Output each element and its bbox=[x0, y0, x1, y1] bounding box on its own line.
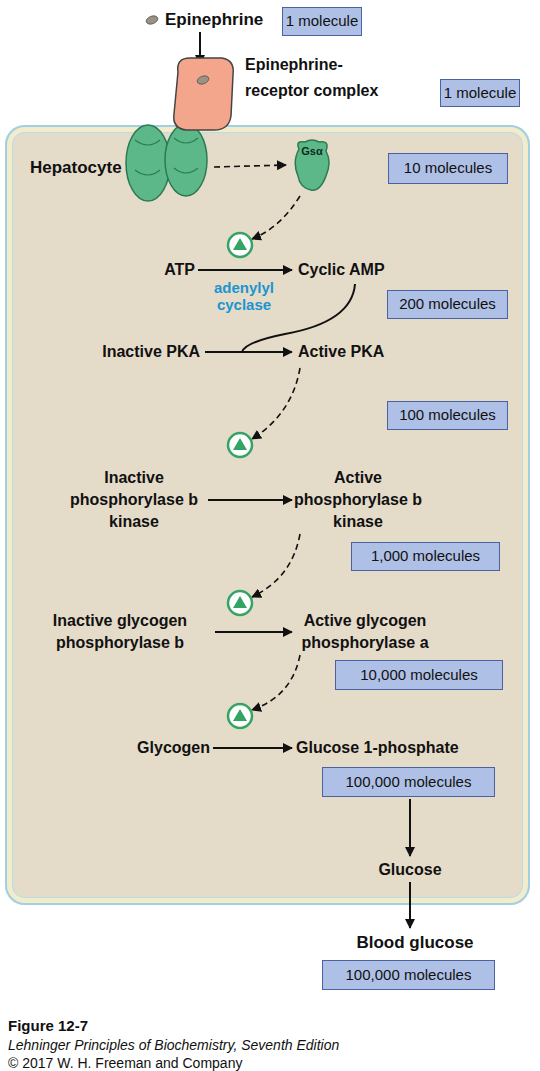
cell-name: Hepatocyte bbox=[30, 158, 122, 178]
product-name: Cyclic AMP bbox=[298, 260, 418, 280]
molecule-count-box: 1 molecule bbox=[282, 7, 362, 36]
figure-caption: Figure 12-7 bbox=[8, 1017, 88, 1034]
product-name: Glucose bbox=[360, 860, 460, 880]
molecule-count-box: 100,000 molecules bbox=[322, 767, 495, 797]
molecule-count: 100,000 molecules bbox=[323, 961, 494, 988]
molecule-count: 1,000 molecules bbox=[352, 543, 499, 569]
binding-arrow bbox=[199, 32, 201, 64]
molecule-count-box: 10,000 molecules bbox=[335, 660, 503, 690]
molecule-count-box: 100 molecules bbox=[387, 401, 508, 430]
molecule-count: 10 molecules bbox=[389, 154, 507, 182]
molecule-count-box: 200 molecules bbox=[387, 290, 508, 319]
molecule-count: 10,000 molecules bbox=[336, 661, 502, 688]
enzyme-state: Inactive glycogen phosphorylase b bbox=[25, 610, 215, 654]
enzyme-state: Inactive PKA bbox=[40, 342, 200, 362]
enzyme-name: adenylyl cyclase bbox=[199, 279, 289, 313]
hormone-name: Epinephrine bbox=[165, 9, 285, 31]
molecule-count-box: 1 molecule bbox=[440, 79, 520, 107]
molecule-count: 1 molecule bbox=[441, 80, 519, 105]
hepatocyte-cell: Hepatocyte Gsα 10 molecules 200 molecules 10… bbox=[5, 125, 530, 905]
molecule-count: 100 molecules bbox=[388, 402, 507, 428]
molecule-count: 200 molecules bbox=[388, 291, 507, 317]
receptor-domain bbox=[174, 58, 234, 130]
enzyme-state: Inactive phosphorylase b kinase bbox=[59, 467, 209, 533]
protein-name: Gsα bbox=[290, 145, 334, 157]
enzyme-state: Active glycogen phosphorylase a bbox=[290, 610, 440, 654]
substrate-name: Glycogen bbox=[110, 738, 210, 758]
g-protein-subunit: Gsα bbox=[290, 138, 334, 192]
product-name: Glucose 1-phosphate bbox=[296, 738, 476, 758]
molecule-count-box: 100,000 molecules bbox=[322, 960, 495, 990]
molecule-count-box: 10 molecules bbox=[388, 153, 508, 184]
substrate-name: ATP bbox=[120, 260, 195, 280]
source-credit: Lehninger Principles of Biochemistry, Se… bbox=[8, 1036, 528, 1054]
molecule-count: 1 molecule bbox=[283, 8, 361, 34]
molecule-count-box: 1,000 molecules bbox=[351, 542, 500, 571]
product-name: Blood glucose bbox=[340, 932, 490, 954]
hormone-icon bbox=[145, 14, 159, 25]
molecule-count: 100,000 molecules bbox=[323, 768, 494, 795]
bound-hormone bbox=[196, 74, 210, 85]
complex-name: Epinephrine-receptor complex bbox=[245, 52, 400, 104]
enzyme-state: Active phosphorylase b kinase bbox=[283, 467, 433, 533]
copyright-note: © 2017 W. H. Freeman and Company bbox=[8, 1054, 528, 1071]
enzyme-state: Active PKA bbox=[298, 342, 418, 362]
